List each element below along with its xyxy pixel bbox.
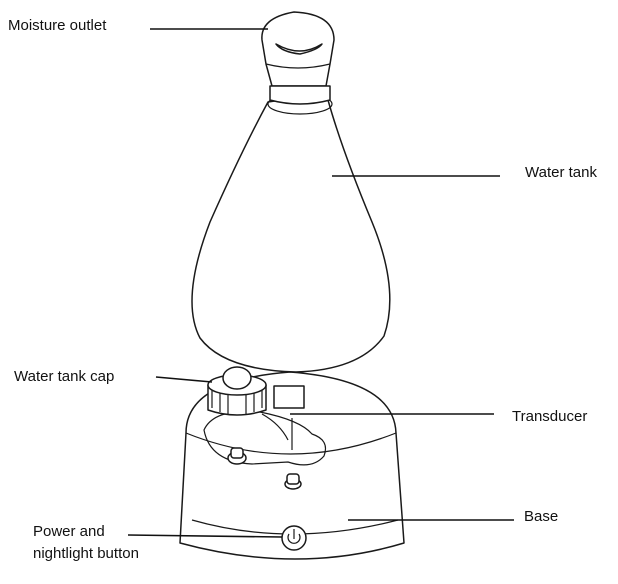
power-button-part	[281, 525, 307, 551]
moisture-outlet-part	[261, 11, 335, 105]
water-tank-cap-part	[207, 366, 267, 416]
base-nozzles	[227, 447, 302, 490]
label-transducer: Transducer	[512, 408, 588, 425]
water-tank-part	[191, 93, 391, 373]
label-water-tank-cap: Water tank cap	[14, 368, 115, 385]
label-power-line2: nightlight button	[33, 545, 139, 562]
transducer-part	[273, 385, 305, 450]
label-base: Base	[524, 508, 559, 525]
water-tank-cap-leader	[155, 376, 213, 383]
label-power-line1: Power and	[33, 523, 105, 540]
label-moisture-outlet: Moisture outlet	[8, 17, 107, 34]
power-button-leader	[127, 534, 283, 538]
label-water-tank: Water tank	[525, 164, 597, 181]
